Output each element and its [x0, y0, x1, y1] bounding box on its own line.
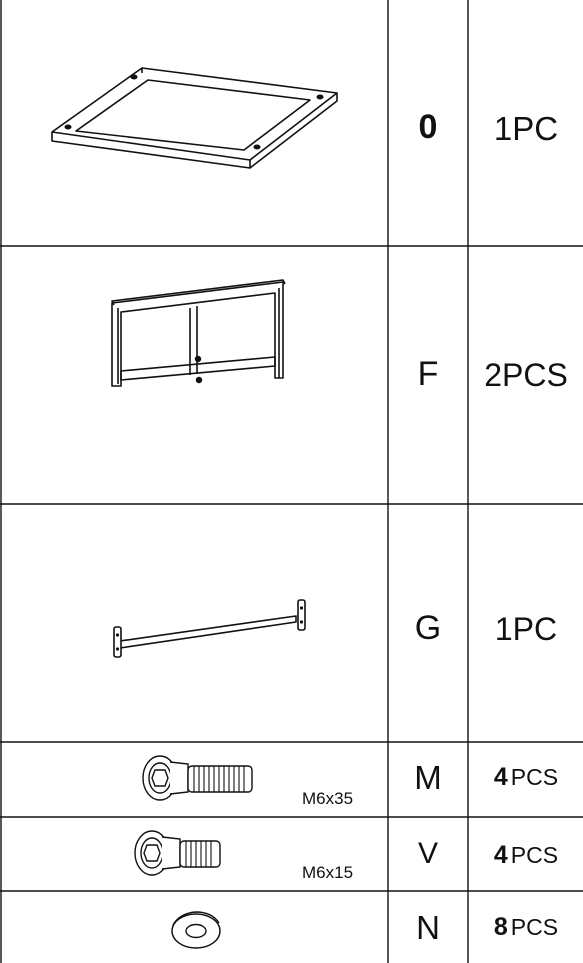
part-code-f: F	[417, 355, 439, 393]
qty-unit: PC	[512, 611, 558, 647]
part-code-m: M	[414, 759, 442, 796]
bolt-size-label: M6x15	[302, 863, 354, 882]
bolt-size-label: M6x35	[302, 789, 354, 808]
part-row-0: 0 1PC	[0, 0, 583, 246]
qty-number: 1	[494, 611, 513, 647]
qty-unit: PC	[512, 110, 559, 147]
qty-unit: PCS	[510, 842, 559, 868]
qty-unit: PCS	[510, 914, 559, 940]
bolt-m6x35-illustration	[142, 755, 253, 801]
part-code-v: V	[417, 837, 438, 870]
qty-number: 2	[484, 357, 502, 393]
qty-unit: PCS	[510, 764, 559, 790]
part-code-0: 0	[418, 108, 438, 146]
cross-bar-illustration	[113, 599, 306, 658]
part-code-n: N	[416, 909, 440, 946]
bolt-m6x15-illustration	[134, 830, 221, 876]
part-qty-0: 1PC	[469, 110, 583, 148]
part-row-f: F 2PCS	[0, 246, 583, 504]
qty-unit: PCS	[502, 357, 568, 393]
top-frame-illustration	[51, 67, 338, 169]
part-qty-g: 1PC	[469, 611, 583, 648]
qty-number: 4	[493, 841, 508, 869]
part-row-g: G 1PC	[0, 504, 583, 742]
washer-illustration	[171, 911, 221, 949]
qty-number: 4	[493, 763, 508, 791]
qty-number: 1	[493, 110, 513, 147]
part-qty-f: 2PCS	[469, 357, 583, 394]
part-code-g: G	[414, 609, 442, 647]
side-frame-illustration	[111, 279, 286, 387]
qty-number: 8	[493, 913, 508, 941]
